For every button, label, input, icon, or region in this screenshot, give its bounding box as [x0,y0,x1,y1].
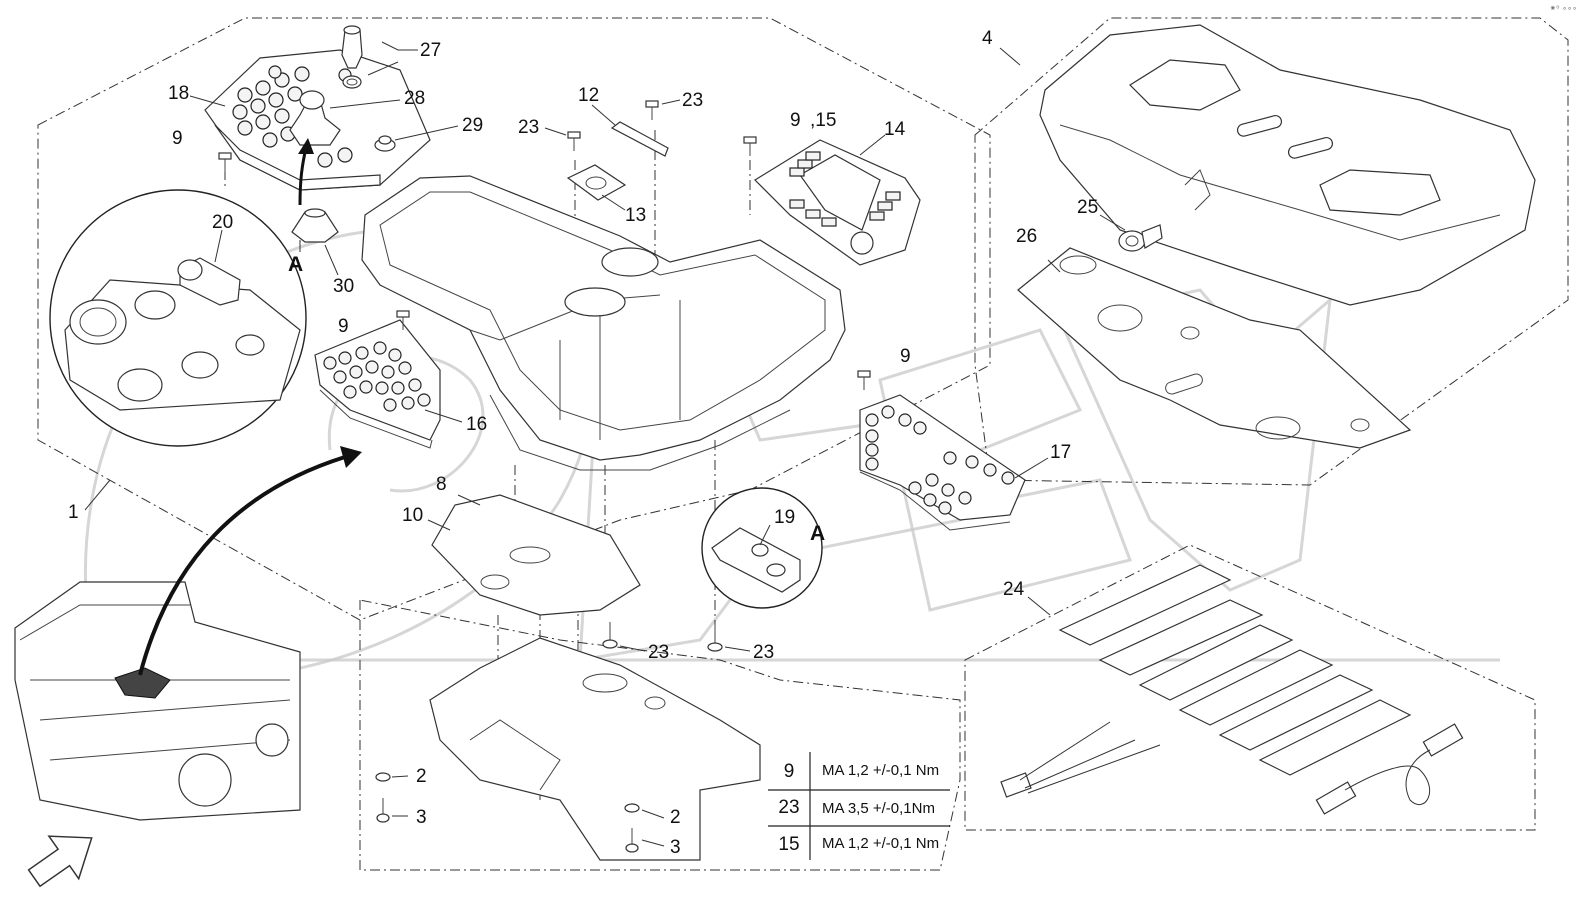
callout-label: 14 [884,119,906,140]
callout-label: 29 [462,115,483,136]
callout-label: 28 [404,88,425,109]
callout-label: 2 [416,766,427,787]
screw [857,370,871,390]
button-panel-17 [859,394,1026,531]
callout-label: 23 [648,642,669,663]
callout-label: 9 [790,110,801,131]
torque-row-2-spec: MA 3,5 +/-0,1Nm [822,800,935,817]
paver-machine [14,581,301,821]
callout-label: 9 [172,128,183,149]
screw [376,798,390,823]
callout-label: 10 [402,505,423,526]
cover-4 [1039,24,1536,306]
torque-row-1-spec: MA 1,2 +/-0,1 Nm [822,762,939,779]
washer [375,772,391,782]
torque-row-3-part: 15 [778,834,799,855]
display-buttons [789,151,901,227]
callout-label: 20 [212,212,233,233]
detail-circle-a-left [49,189,307,447]
display-unit-14 [754,139,921,266]
leader-lines [84,41,1126,847]
screw [567,131,581,151]
pin-part-27 [341,25,363,89]
callout-label: 23 [753,642,774,663]
screw [602,622,618,649]
panel-16-buttons [323,341,431,412]
base-plate-10 [431,494,641,616]
callout-label: 9 [338,316,349,337]
callout-labels: 27 18 28 9 29 20 30 9 16 1 12 23 23 13 9… [68,28,1098,858]
console-housing [361,175,846,471]
callout-label: 3 [416,807,427,828]
screws [218,100,871,853]
callout-label: 24 [1003,579,1025,600]
lock-25 [1118,224,1163,252]
screw [625,828,639,853]
callout-label: 8 [436,474,447,495]
joystick-panel-18 [204,49,431,191]
washer [624,803,640,813]
callout-label: 18 [168,83,189,104]
detail-circle-a-right [701,487,823,609]
torque-row-1-part: 9 [784,761,795,782]
callout-label: 3 [670,837,681,858]
plate-13 [566,164,627,201]
callout-label: 4 [982,28,993,49]
screw [645,100,659,120]
panel-17-buttons [865,405,1015,515]
callout-label: 27 [420,40,441,61]
callout-label: 25 [1077,197,1098,218]
callout-label: 30 [333,276,354,297]
callout-label: 16 [466,414,487,435]
callout-label: 23 [682,90,703,111]
gasket-26 [1017,247,1412,449]
view-direction-arrow [27,835,93,888]
callout-label: 12 [578,85,599,106]
torque-row-2-part: 23 [778,797,799,818]
screw [218,152,232,172]
torque-row-3-spec: MA 1,2 +/-0,1 Nm [822,835,939,852]
screw [743,136,757,156]
callout-label: 23 [518,117,539,138]
callout-label: ,15 [810,110,836,131]
callout-label: 1 [68,502,79,523]
callout-label: 13 [625,205,646,226]
panel-buttons [232,65,353,168]
cable-set-24 [1000,564,1464,815]
torque-table: 9 MA 1,2 +/-0,1 Nm 23 MA 3,5 +/-0,1Nm 15… [768,752,950,860]
screw [707,625,723,652]
callout-label: 17 [1050,442,1071,463]
arrows [27,138,362,888]
corner-mark: ⁕⁰ ∘∘∘ [1549,4,1577,13]
callout-label: 2 [670,807,681,828]
bracket-12 [610,121,669,157]
joystick-boot-30 [291,208,339,243]
callout-label: 19 [774,507,795,528]
lower-bracket [429,637,761,861]
screw [396,310,410,330]
callout-label: 26 [1016,226,1037,247]
detail-marker-right: A [810,522,825,545]
button-panel-16 [314,319,441,449]
detail-marker-left: A [288,253,303,276]
callout-label: 9 [900,346,911,367]
